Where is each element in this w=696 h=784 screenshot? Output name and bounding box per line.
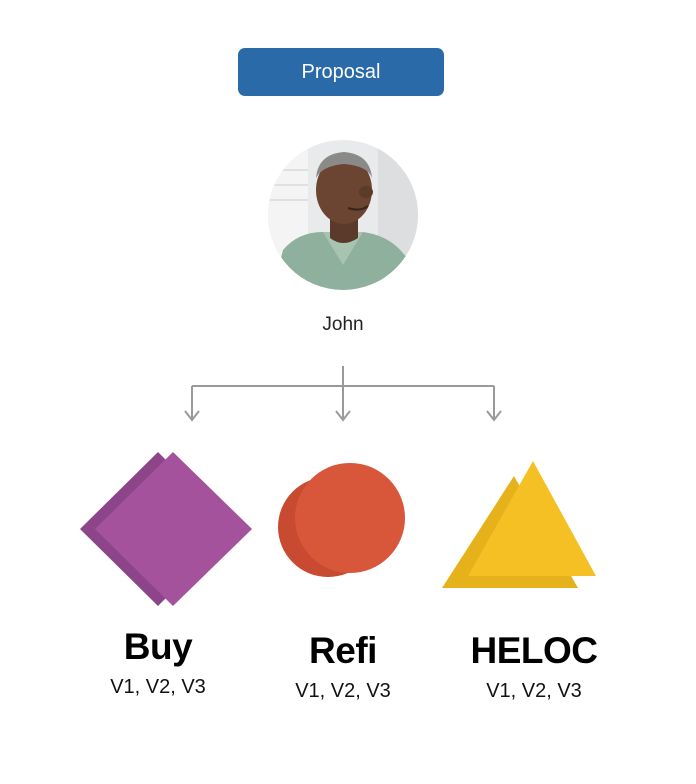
option-label-refi: Refi <box>309 630 377 671</box>
diamond-icon <box>80 452 252 606</box>
connector-tree <box>184 366 502 422</box>
option-versions-heloc: V1, V2, V3 <box>486 680 582 702</box>
option-label-buy: Buy <box>123 626 193 667</box>
circle-icon <box>278 463 405 577</box>
option-versions-refi: V1, V2, V3 <box>295 680 391 702</box>
person-name: John <box>322 314 364 335</box>
proposal-button[interactable]: Proposal <box>238 48 444 96</box>
option-label-heloc: HELOC <box>470 630 599 671</box>
option-versions-buy: V1, V2, V3 <box>110 676 206 698</box>
triangle-icon <box>442 461 596 588</box>
